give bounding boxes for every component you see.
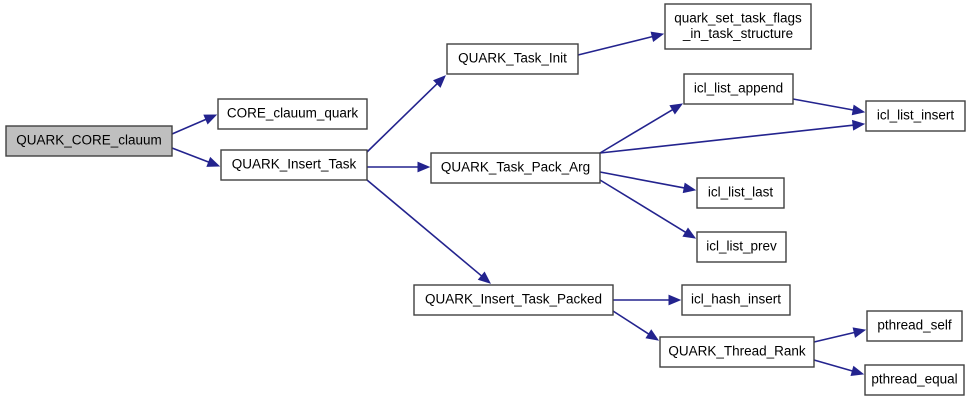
node-label: QUARK_Insert_Task_Packed bbox=[425, 292, 602, 307]
graph-node-quark_set_task_flags_in_task_structure[interactable]: quark_set_task_flags_in_task_structure bbox=[664, 3, 812, 50]
node-rect[interactable] bbox=[681, 284, 791, 316]
node-rect[interactable] bbox=[5, 125, 173, 157]
graph-node-icl_list_append[interactable]: icl_list_append bbox=[683, 73, 794, 105]
node-label: pthread_self bbox=[877, 318, 952, 333]
call-edge bbox=[171, 147, 221, 167]
graph-node-pthread_equal[interactable]: pthread_equal bbox=[864, 364, 965, 396]
node-rect[interactable] bbox=[430, 152, 601, 184]
node-label: icl_list_append bbox=[694, 81, 783, 96]
node-rect[interactable] bbox=[659, 336, 815, 368]
graph-node-quark_task_pack_arg[interactable]: QUARK_Task_Pack_Arg bbox=[430, 152, 601, 184]
node-label: icl_hash_insert bbox=[691, 292, 781, 307]
call-edge bbox=[577, 31, 665, 56]
call-edge bbox=[599, 171, 697, 194]
node-label: QUARK_Task_Pack_Arg bbox=[441, 160, 590, 175]
call-edge bbox=[792, 98, 866, 116]
call-edge bbox=[612, 310, 660, 341]
graph-node-core_clauum_quark[interactable]: CORE_clauum_quark bbox=[217, 98, 368, 130]
edges-layer bbox=[171, 31, 867, 376]
node-label: QUARK_Insert_Task bbox=[232, 157, 357, 172]
node-label: QUARK_Thread_Rank bbox=[668, 344, 806, 359]
node-label: QUARK_Task_Init bbox=[458, 51, 567, 66]
node-label: _in_task_structure bbox=[682, 26, 793, 41]
node-label: quark_set_task_flags bbox=[674, 10, 802, 25]
graph-node-quark_core_clauum[interactable]: QUARK_CORE_clauum bbox=[5, 125, 173, 157]
call-edge bbox=[367, 161, 431, 173]
node-label: icl_list_insert bbox=[877, 108, 955, 123]
call-edge bbox=[171, 114, 218, 135]
graph-node-quark_insert_task[interactable]: QUARK_Insert_Task bbox=[220, 149, 368, 181]
graph-node-icl_list_insert[interactable]: icl_list_insert bbox=[865, 100, 966, 132]
node-rect[interactable] bbox=[866, 310, 963, 342]
graph-node-pthread_self[interactable]: pthread_self bbox=[866, 310, 963, 342]
node-label: icl_list_last bbox=[708, 185, 774, 200]
node-rect[interactable] bbox=[413, 284, 614, 316]
node-rect[interactable] bbox=[696, 177, 785, 209]
node-rect[interactable] bbox=[664, 3, 812, 50]
node-label: icl_list_prev bbox=[706, 239, 777, 254]
node-rect[interactable] bbox=[217, 98, 368, 130]
call-edge bbox=[366, 75, 446, 153]
graph-node-quark_thread_rank[interactable]: QUARK_Thread_Rank bbox=[659, 336, 815, 368]
graph-node-quark_insert_task_packed[interactable]: QUARK_Insert_Task_Packed bbox=[413, 284, 614, 316]
node-label: pthread_equal bbox=[871, 372, 957, 387]
node-rect[interactable] bbox=[446, 43, 579, 75]
node-label: CORE_clauum_quark bbox=[227, 106, 359, 121]
call-edge bbox=[613, 294, 682, 306]
call-edge bbox=[599, 119, 866, 154]
node-rect[interactable] bbox=[683, 73, 794, 105]
call-edge bbox=[813, 327, 867, 343]
node-label: QUARK_CORE_clauum bbox=[16, 133, 162, 148]
graph-node-icl_hash_insert[interactable]: icl_hash_insert bbox=[681, 284, 791, 316]
node-rect[interactable] bbox=[865, 100, 966, 132]
call-edge bbox=[366, 179, 491, 284]
call-edge bbox=[599, 179, 697, 239]
call-edge bbox=[599, 103, 684, 154]
node-rect[interactable] bbox=[220, 149, 368, 181]
node-rect[interactable] bbox=[864, 364, 965, 396]
call-edge bbox=[813, 359, 865, 376]
graph-node-icl_list_prev[interactable]: icl_list_prev bbox=[696, 231, 787, 263]
node-rect[interactable] bbox=[696, 231, 787, 263]
graph-node-quark_task_init[interactable]: QUARK_Task_Init bbox=[446, 43, 579, 75]
graph-node-icl_list_last[interactable]: icl_list_last bbox=[696, 177, 785, 209]
nodes-layer: QUARK_CORE_clauumCORE_clauum_quarkQUARK_… bbox=[5, 3, 966, 396]
